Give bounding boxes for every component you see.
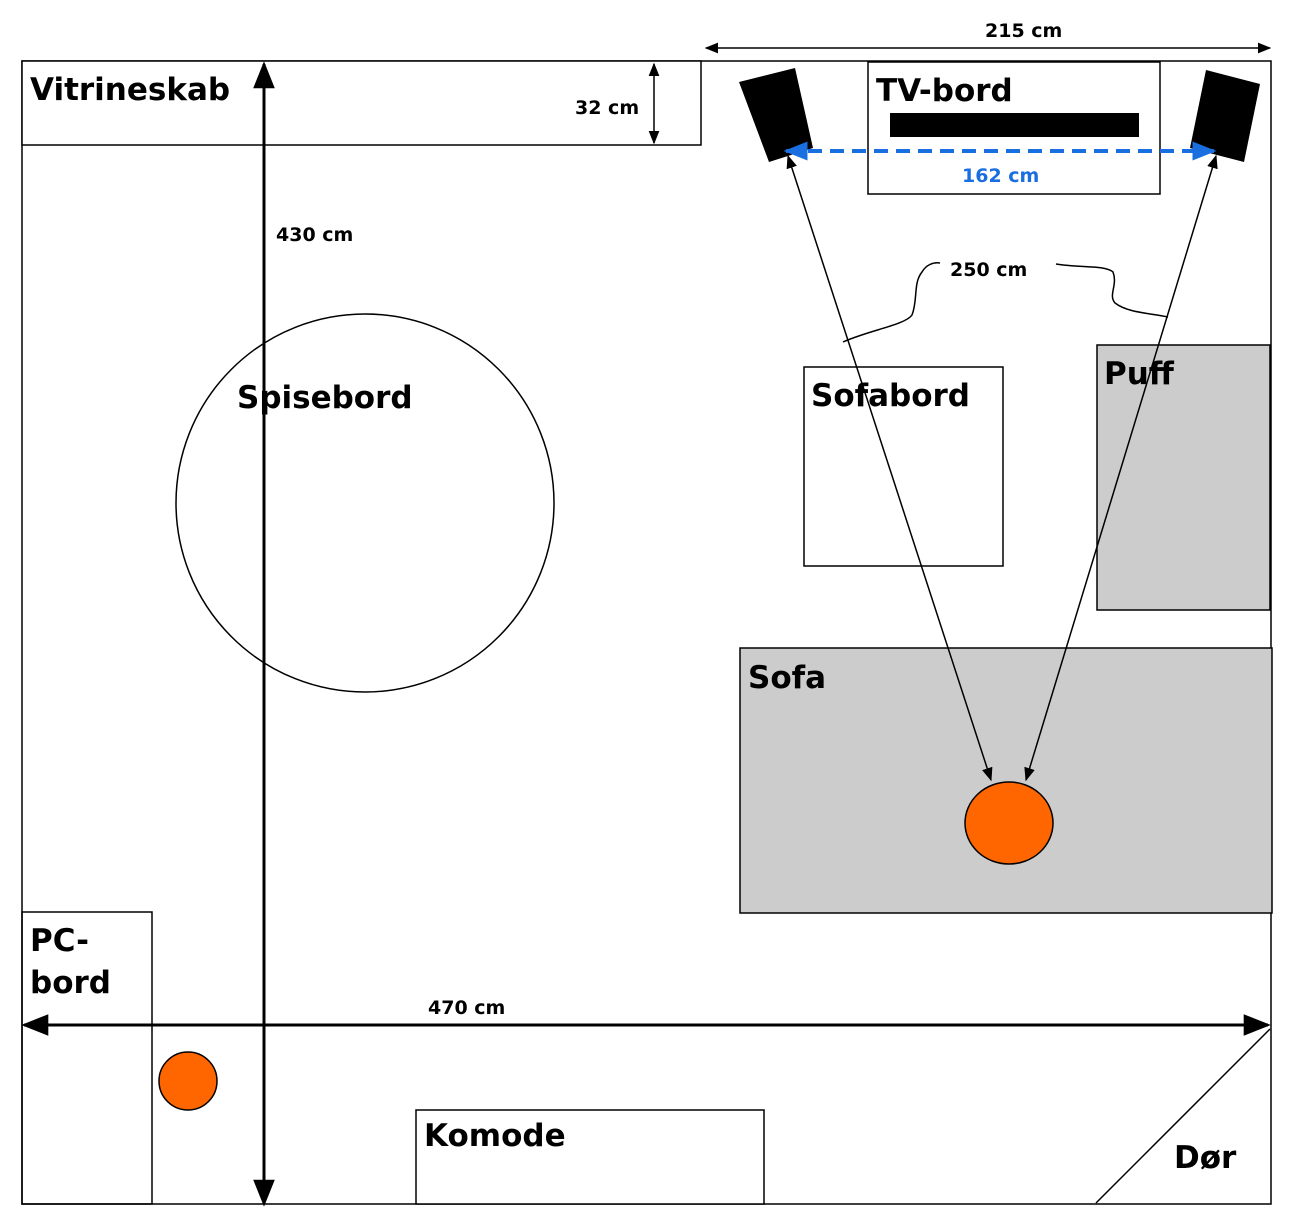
room-outline [21, 60, 1272, 1205]
sofa: Sofa [739, 647, 1273, 914]
room-width-label: 470 cm [428, 997, 505, 1019]
door-label: Dør [1174, 1140, 1237, 1176]
sofabord: Sofabord [803, 366, 1004, 567]
spisebord: Spisebord [175, 313, 555, 693]
speaker-spacing-label: 162 cm [962, 165, 1039, 187]
room-depth-dimension: 430 cm [253, 61, 353, 1207]
listening-distance-brace: 250 cm [842, 259, 1169, 343]
pc-bord-label-line2: bord [30, 965, 111, 1001]
pc-bord: PC- bord [21, 911, 153, 1205]
top-width-label: 215 cm [985, 20, 1062, 42]
puff: Puff [1096, 344, 1271, 611]
vitrineskab-depth-label: 32 cm [575, 97, 639, 119]
vitrineskab-depth-dimension: 32 cm [575, 62, 660, 145]
speaker-left-icon [739, 68, 813, 162]
room-depth-label: 430 cm [276, 224, 353, 246]
komode: Komode [415, 1109, 765, 1205]
speaker-right-icon [1190, 70, 1260, 162]
tv-bord-label: TV-bord [876, 73, 1013, 109]
sofa-label: Sofa [748, 660, 826, 696]
vitrineskab-label: Vitrineskab [30, 72, 230, 108]
pc-bord-label-line1: PC- [30, 923, 89, 959]
room-width-dimension: 470 cm [21, 997, 1271, 1036]
top-width-dimension: 215 cm [704, 20, 1272, 54]
listening-distance-lines [786, 154, 1218, 782]
sofabord-label: Sofabord [811, 378, 970, 414]
vitrineskab: Vitrineskab [21, 60, 702, 146]
puff-label: Puff [1104, 356, 1175, 392]
spisebord-label: Spisebord [237, 380, 413, 416]
tv-screen [890, 113, 1139, 137]
komode-label: Komode [424, 1118, 566, 1154]
listener-position-pc-icon [158, 1051, 218, 1111]
listener-position-sofa-icon [964, 781, 1054, 865]
door: Dør [1095, 1028, 1271, 1204]
listening-distance-label: 250 cm [950, 259, 1027, 281]
